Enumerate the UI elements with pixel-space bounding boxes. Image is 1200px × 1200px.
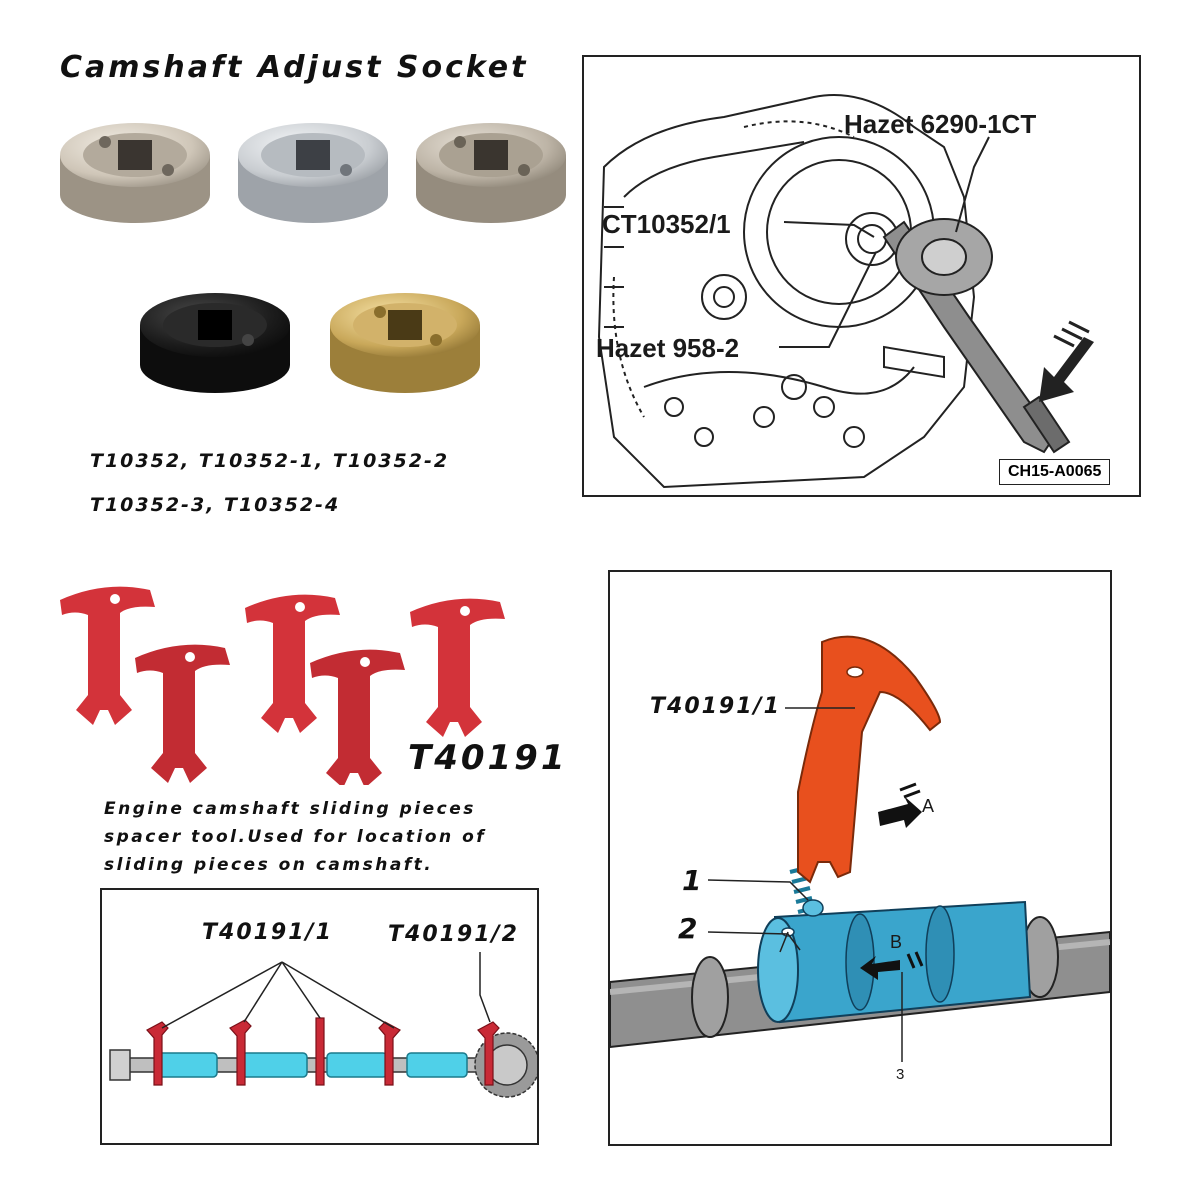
socket-black xyxy=(140,293,290,393)
arrow-a-icon xyxy=(878,782,922,828)
wrench-diagram-panel: Hazet 6290-1CT CT10352/1 Hazet 958-2 CH1… xyxy=(582,55,1141,497)
spacer-part-number: T40191 xyxy=(408,738,568,778)
install-drawing xyxy=(610,635,1110,1062)
label-ct10352: CT10352/1 xyxy=(602,209,731,239)
spacer-description: Engine camshaft sliding pieces spacer to… xyxy=(104,795,486,879)
install-num-1: 1 xyxy=(682,864,705,897)
install-diagram-panel: T40191/1 A B 1 2 3 xyxy=(608,570,1112,1146)
spacer-tools-image xyxy=(60,586,505,785)
camshaft-label-1: T40191/1 xyxy=(202,920,333,945)
socket-codes-line1: T10352, T10352-1, T10352-2 xyxy=(90,450,450,472)
install-tool-t40191 xyxy=(797,635,942,884)
push-arrow-icon xyxy=(1039,320,1094,402)
label-hazet-958: Hazet 958-2 xyxy=(596,333,740,363)
install-label-b: B xyxy=(890,932,903,952)
sockets-title: Camshaft Adjust Socket xyxy=(60,50,529,85)
camshaft-gear xyxy=(474,1032,537,1098)
ball-icon xyxy=(802,899,824,917)
socket-image-group xyxy=(60,123,566,393)
socket-codes-line2: T10352-3, T10352-4 xyxy=(90,494,341,516)
spacer-tool-5 xyxy=(410,598,505,737)
install-num-3: 3 xyxy=(896,1066,905,1083)
camshaft-drawing xyxy=(109,952,537,1098)
install-label-tool: T40191/1 xyxy=(650,694,781,719)
socket-silver xyxy=(238,123,388,223)
spacer-tool-2 xyxy=(135,644,230,783)
install-sliding-piece xyxy=(757,900,1032,1024)
camshaft-label-2: T40191/2 xyxy=(388,922,519,947)
engine-wrench-drawing xyxy=(597,94,1094,489)
arrow-b-icon xyxy=(860,951,924,980)
diagram-code: CH15-A0065 xyxy=(999,459,1111,485)
sliding-pieces xyxy=(156,1052,468,1078)
socket-gold xyxy=(330,293,480,393)
spacer-description-line1: Engine camshaft sliding pieces xyxy=(104,799,476,819)
label-hazet-6290: Hazet 6290-1CT xyxy=(844,109,1037,139)
camshaft-diagram-panel: T40191/1 T40191/2 xyxy=(100,888,539,1145)
spacer-description-line3: sliding pieces on camshaft. xyxy=(104,855,434,875)
spacer-tool-4 xyxy=(310,649,405,785)
socket-nickel xyxy=(60,123,210,223)
spacer-description-line2: spacer tool.Used for location of xyxy=(104,827,487,847)
socket-steel xyxy=(416,123,566,223)
install-label-a: A xyxy=(922,796,935,816)
wrench-tool xyxy=(882,218,1071,454)
install-num-2: 2 xyxy=(678,912,701,945)
